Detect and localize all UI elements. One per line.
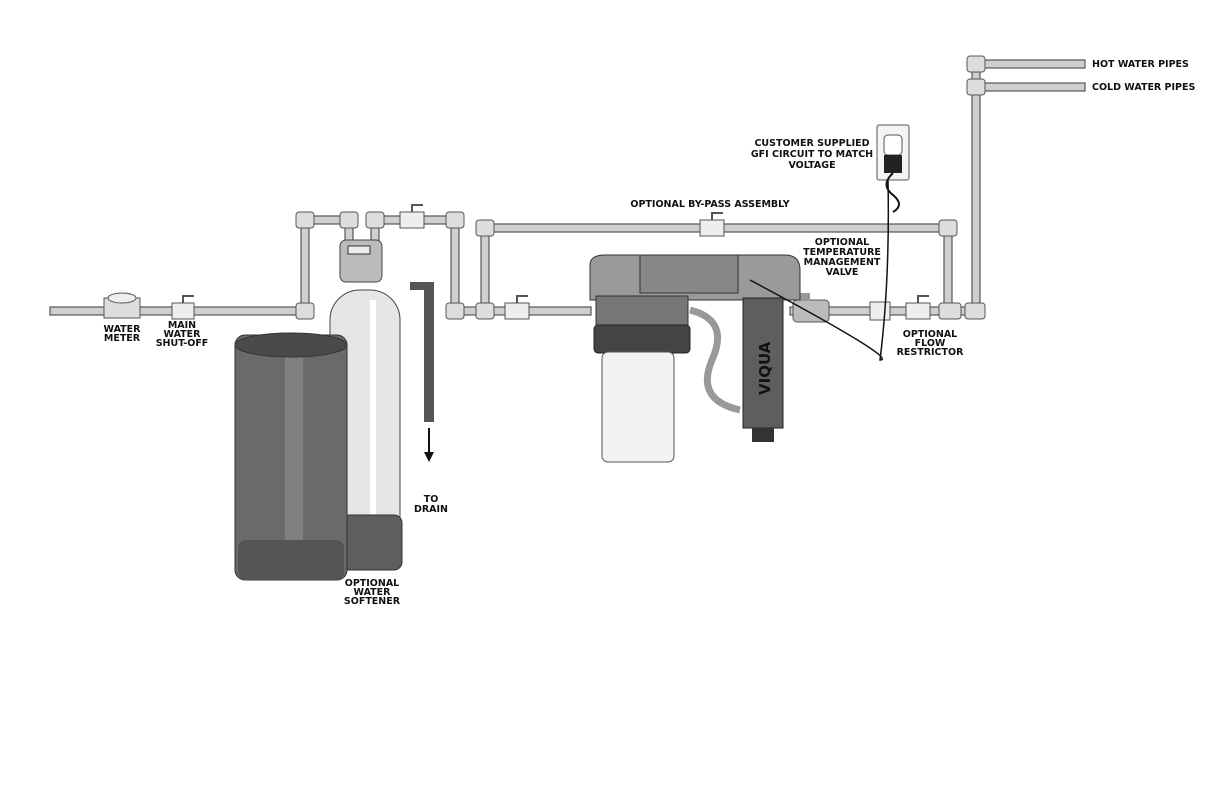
water-softener-label: OPTIONAL WATER SOFTENER [344, 578, 401, 607]
water-meter-label: WATER METER [104, 324, 142, 344]
main-shutoff-label: MAIN WATER SHUT-OFF [156, 320, 209, 349]
main-shutoff-valve [171, 295, 195, 320]
water-meter [103, 292, 141, 319]
outlet-valve [905, 295, 931, 320]
svg-text:VOLTAGE: VOLTAGE [788, 160, 835, 171]
svg-text:RESTRICTOR: RESTRICTOR [897, 347, 965, 358]
svg-text:WATER: WATER [354, 587, 392, 598]
svg-text:OPTIONAL: OPTIONAL [815, 237, 870, 248]
svg-text:OPTIONAL: OPTIONAL [345, 578, 400, 589]
svg-text:GFI CIRCUIT TO MATCH: GFI CIRCUIT TO MATCH [751, 149, 873, 160]
svg-text:SHUT-OFF: SHUT-OFF [156, 338, 209, 349]
inlet-valve [504, 295, 530, 320]
uv-system: VIQUA [589, 179, 890, 463]
svg-text:MANAGEMENT: MANAGEMENT [804, 257, 881, 268]
svg-text:VALVE: VALVE [826, 267, 859, 278]
cold-water-pipes-label: COLD WATER PIPES [1092, 82, 1196, 93]
svg-text:SOFTENER: SOFTENER [344, 596, 401, 607]
bypass-valve [699, 212, 725, 237]
gfi-circuit-label: CUSTOMER SUPPLIED GFI CIRCUIT TO MATCH V… [751, 138, 873, 171]
svg-text:TO: TO [424, 494, 439, 505]
gfi-outlet [876, 124, 910, 213]
water-softener [234, 239, 434, 581]
svg-text:WATER: WATER [164, 329, 202, 340]
pipes [49, 55, 1086, 320]
viqua-logo: VIQUA [756, 341, 774, 395]
svg-text:CUSTOMER SUPPLIED: CUSTOMER SUPPLIED [754, 138, 869, 149]
hot-water-pipes-label: HOT WATER PIPES [1092, 59, 1189, 70]
labels: HOT WATER PIPES COLD WATER PIPES CUSTOME… [104, 59, 1196, 607]
svg-text:DRAIN: DRAIN [414, 504, 448, 515]
temperature-valve-label: OPTIONAL TEMPERATURE MANAGEMENT VALVE [803, 237, 881, 278]
flow-restrictor-label: OPTIONAL FLOW RESTRICTOR [897, 329, 965, 358]
svg-text:FLOW: FLOW [915, 338, 946, 349]
svg-text:METER: METER [104, 333, 141, 344]
softener-bypass-valve [399, 204, 425, 229]
svg-text:MAIN: MAIN [168, 320, 196, 331]
svg-text:OPTIONAL: OPTIONAL [903, 329, 958, 340]
flow-restrictor [869, 301, 891, 321]
temperature-management-valve [792, 293, 830, 323]
svg-text:TEMPERATURE: TEMPERATURE [803, 247, 881, 258]
svg-text:WATER: WATER [104, 324, 142, 335]
to-drain-label: TO DRAIN [414, 494, 448, 515]
bypass-assembly-label: OPTIONAL BY-PASS ASSEMBLY [630, 199, 789, 210]
